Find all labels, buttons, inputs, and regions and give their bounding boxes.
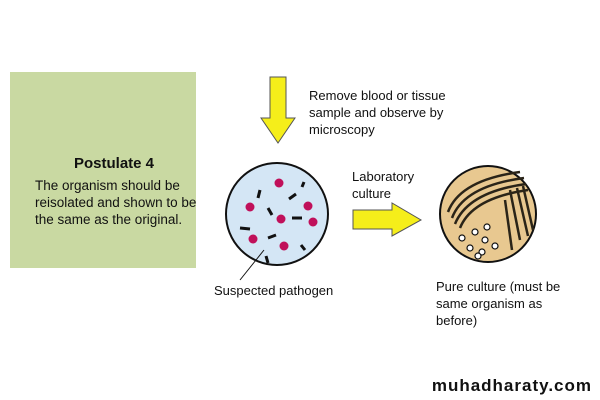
sample-dish [225,162,329,281]
culture-label: Laboratory culture [352,169,415,201]
postulate-text: The organism should be reisolated and sh… [35,178,197,227]
watermark: muhadharaty.com [431,376,592,395]
sample-label: Remove blood or tissue sample and observ… [309,88,446,137]
down-arrow [260,76,296,144]
postulate-title: Postulate 4 [74,155,155,172]
pure-culture-plate [439,165,537,263]
right-arrow [352,202,423,237]
pathogen-label: Suspected pathogen [214,283,334,298]
postulate-box [10,72,196,268]
pure-culture-label: Pure culture (must be same organism as b… [436,279,561,328]
